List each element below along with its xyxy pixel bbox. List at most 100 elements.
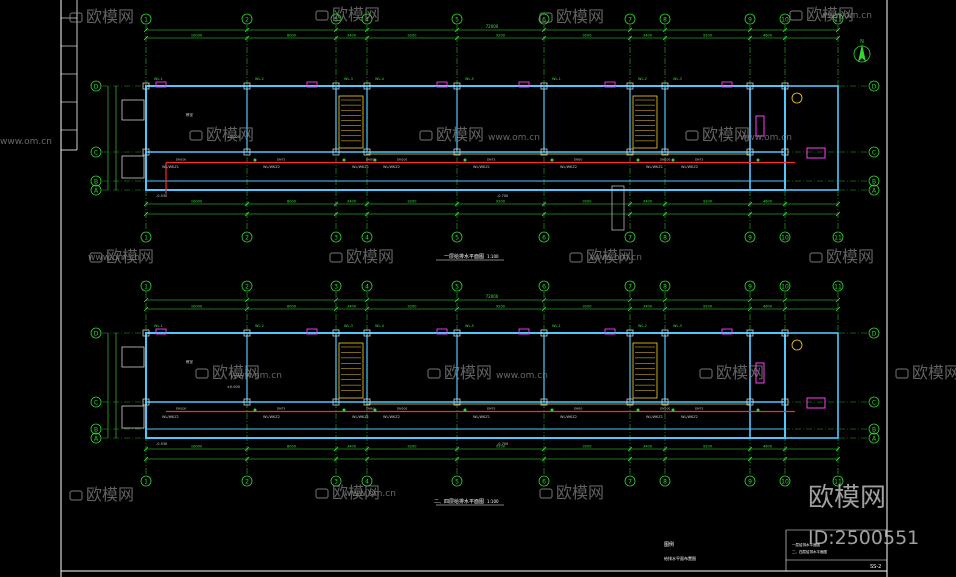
column: [142, 82, 150, 90]
pipe-tag: WL-2: [638, 77, 647, 81]
pipe-tag: WL/WKZ2: [560, 165, 577, 169]
column: [626, 398, 634, 406]
axis-label: 3: [334, 235, 338, 242]
pipe-tag: WL/WKZ2: [681, 415, 698, 419]
pipe-tag: WL/WKZ2: [560, 415, 577, 419]
axis-bubble: [744, 13, 756, 25]
entrance-block: [121, 99, 145, 121]
floor-drain: [791, 339, 803, 351]
pipe-size: DN100: [176, 158, 186, 162]
axis-bubble: [361, 13, 373, 25]
axis-label: 4: [365, 284, 369, 291]
dimension-tick: [143, 211, 149, 217]
axis-bubble: [241, 280, 253, 292]
bay-dimension: 9200: [496, 305, 505, 309]
pipe-tag: WL-3: [344, 77, 353, 81]
dimension-tick: [333, 35, 339, 41]
pipe-size: DN50: [366, 158, 374, 162]
dimension-tick: [662, 297, 668, 303]
axis-label: 1: [144, 235, 148, 242]
fixture: [155, 81, 167, 88]
dimension-tick: [364, 297, 370, 303]
dimension-tick: [143, 306, 149, 312]
axis-label: 9: [748, 479, 752, 486]
dimension-tick: [747, 211, 753, 217]
dimension-tick: [244, 201, 250, 207]
riser-symbol: [342, 158, 346, 162]
row-bubble: [868, 396, 880, 408]
axis-bubble: [451, 231, 463, 243]
pipe-size: DN75: [487, 158, 495, 162]
axis-bubble: [832, 13, 844, 25]
elevation: -0.530: [156, 194, 167, 198]
axis-bubble: [538, 475, 550, 487]
dimension-tick: [747, 456, 753, 462]
axis-bubble: [779, 280, 791, 292]
axis-label: 3: [334, 284, 338, 291]
axis-label: 6: [542, 235, 546, 242]
riser-symbol: [671, 408, 675, 412]
dimension-tick: [364, 35, 370, 41]
axis-bubble: [832, 231, 844, 243]
dimension-tick: [541, 446, 547, 452]
watermark-logo-icon: [427, 368, 441, 379]
row-label: C: [94, 400, 98, 407]
pipe-tag: WL/WKZ2: [263, 165, 280, 169]
dimension-tick: [143, 446, 149, 452]
column: [661, 398, 669, 406]
bay-dimension: 4600: [763, 445, 772, 449]
column: [453, 398, 461, 406]
row-label: D: [872, 331, 877, 338]
axis-label: 3: [334, 17, 338, 24]
bay-dimension: 8000: [287, 34, 296, 38]
row-bubble: [868, 80, 880, 92]
axis-label: 10: [781, 284, 789, 291]
dimension-tick: [541, 211, 547, 217]
pipe-tag: WL/WKZ1: [352, 165, 369, 169]
riser-symbol: [373, 158, 377, 162]
dimension-tick: [333, 201, 339, 207]
dimension-tick: [782, 306, 788, 312]
dimension-tick: [364, 456, 370, 462]
dimension-tick: [333, 297, 339, 303]
riser-symbol: [756, 408, 760, 412]
axis-label: 8: [663, 479, 667, 486]
bay-dimension: 3400: [643, 305, 652, 309]
axis-bubble: [624, 231, 636, 243]
dimension-tick: [782, 27, 788, 33]
dimension-tick: [835, 446, 841, 452]
toilet-wing-wall: [749, 332, 839, 439]
pipe-size: DN50: [574, 158, 582, 162]
axis-label: 1: [144, 17, 148, 24]
pipe-tag: WL/WKZ2: [681, 165, 698, 169]
dimension-tick: [627, 446, 633, 452]
axis-label: 4: [365, 17, 369, 24]
dimension-tick: [627, 456, 633, 462]
entrance-block: [121, 346, 145, 368]
dimension-tick: [627, 27, 633, 33]
dimension-tick: [782, 446, 788, 452]
watermark-logo-icon: [539, 12, 553, 23]
elevation: -0.530: [156, 442, 167, 446]
pipe-size: DN50: [366, 407, 374, 411]
column: [540, 148, 548, 156]
legend-item: 一层给排水平面图: [792, 542, 820, 547]
column: [746, 329, 754, 337]
pipe-tag: WL/WKZ2: [263, 415, 280, 419]
riser-symbol: [636, 158, 640, 162]
watermark-brand: 欧模网: [106, 247, 154, 266]
dimension-tick: [662, 211, 668, 217]
pipe-size: DN100: [397, 407, 407, 411]
axis-bubble: [744, 231, 756, 243]
axis-label: 8: [663, 17, 667, 24]
fixture: [155, 328, 167, 335]
pipe-tag: WL-1: [552, 77, 561, 81]
dimension-tick: [627, 35, 633, 41]
bay-dimension: 9200: [408, 200, 417, 204]
stair-outline: [632, 95, 658, 149]
watermark-brand: 欧模网: [436, 125, 484, 144]
pipe-tag: WL/WKZ2: [383, 415, 400, 419]
bay-dimension: 8000: [287, 200, 296, 204]
